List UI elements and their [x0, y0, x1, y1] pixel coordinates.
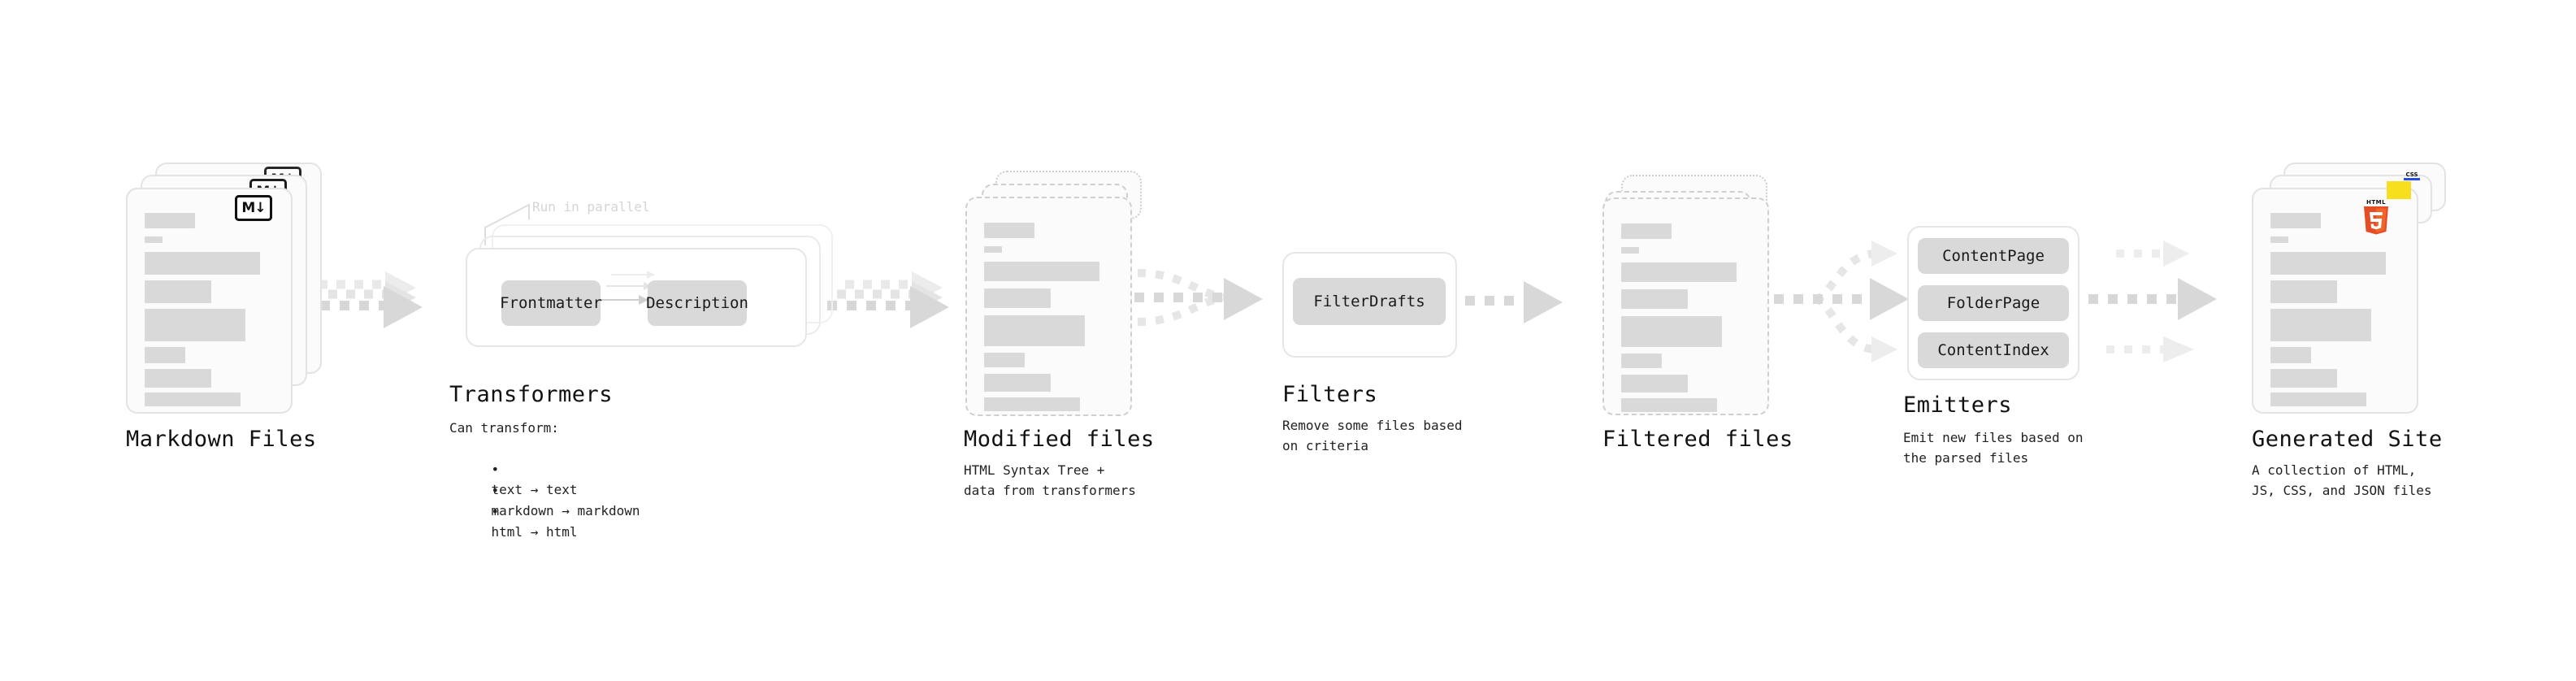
modified-card-front	[965, 197, 1132, 416]
run-in-parallel-bracket	[484, 203, 530, 245]
css3-icon: CSS	[2402, 167, 2422, 189]
svg-text:HTML: HTML	[2366, 199, 2386, 206]
site-card-front	[2252, 188, 2418, 414]
arrow-modified-to-filters	[1134, 269, 1263, 326]
markdown-card-main	[126, 188, 293, 414]
stage-title-filtered-files: Filtered files	[1602, 427, 1793, 452]
transformer-inner-arrows	[600, 271, 655, 305]
generated-site-subtitle: A collection of HTML, JS, CSS, and JSON …	[2252, 462, 2432, 498]
stage-title-generated-site: Generated Site	[2252, 427, 2443, 452]
pill-description[interactable]: Description	[646, 280, 748, 326]
emitters-subtitle: Emit new files based on the parsed files	[1903, 430, 2084, 466]
bullet-text-1: markdown → markdown	[491, 502, 640, 518]
pill-frontmatter[interactable]: Frontmatter	[500, 280, 602, 326]
stage-title-filters: Filters	[1282, 382, 1378, 407]
bullet-dot-1: •	[491, 482, 500, 498]
pill-filterdrafts[interactable]: FilterDrafts	[1293, 278, 1446, 325]
html5-icon: HTML	[2361, 197, 2392, 235]
transformers-bullet-0: • text → text	[460, 440, 578, 520]
stage-title-emitters: Emitters	[1903, 393, 2013, 418]
run-in-parallel-annotation: Run in parallel	[532, 199, 650, 215]
stage-title-modified-files: Modified files	[964, 427, 1155, 452]
stage-title-transformers: Transformers	[449, 382, 614, 407]
arrow-filtered-to-emitters	[1774, 241, 1909, 362]
pill-contentpage[interactable]: ContentPage	[1918, 238, 2069, 274]
stage-title-markdown-files: Markdown Files	[126, 427, 317, 452]
javascript-icon	[2387, 181, 2411, 199]
transformers-bullet-2: • html → html	[460, 482, 578, 562]
transformers-subtitle: Can transform:	[449, 420, 559, 436]
markdown-badge-icon: M↓	[235, 195, 272, 221]
arrow-transformers-to-modified	[827, 271, 949, 328]
modified-files-subtitle: HTML Syntax Tree + data from transformer…	[964, 462, 1136, 498]
arrow-filters-to-filtered	[1465, 281, 1563, 323]
pill-contentindex[interactable]: ContentIndex	[1918, 332, 2069, 368]
bullet-text-0: text → text	[491, 481, 578, 497]
arrow-markdown-to-transformers	[301, 271, 423, 328]
svg-text:CSS: CSS	[2405, 171, 2418, 178]
bullet-text-2: html → html	[491, 523, 578, 540]
filters-subtitle: Remove some files based on criteria	[1282, 418, 1463, 453]
filtered-card-front	[1602, 197, 1769, 415]
bullet-dot-0: •	[491, 461, 500, 477]
arrow-emitters-to-site	[2088, 241, 2217, 362]
pill-folderpage[interactable]: FolderPage	[1918, 285, 2069, 321]
bullet-dot-2: •	[491, 503, 500, 519]
transformers-bullet-1: • markdown → markdown	[460, 461, 640, 541]
